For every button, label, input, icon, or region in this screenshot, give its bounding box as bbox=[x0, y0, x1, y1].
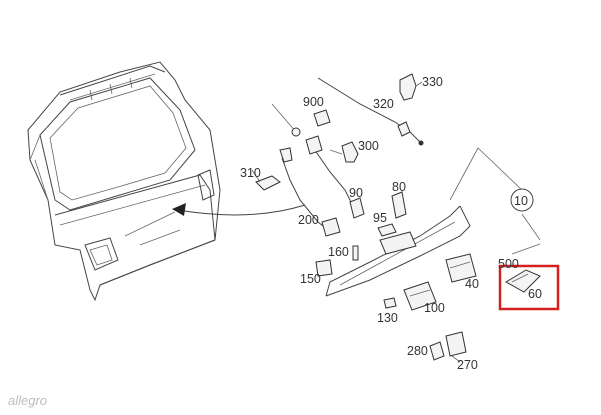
label-95: 95 bbox=[373, 211, 387, 225]
label-330: 330 bbox=[422, 75, 443, 89]
label-320: 320 bbox=[373, 97, 394, 111]
part-10-circle bbox=[510, 188, 534, 212]
label-300: 300 bbox=[358, 139, 379, 153]
reference-arrow bbox=[177, 204, 306, 216]
highlight-box bbox=[498, 264, 560, 311]
label-40: 40 bbox=[465, 277, 479, 291]
watermark: allegro bbox=[8, 393, 47, 408]
label-500: 500 bbox=[498, 257, 519, 271]
part-labels: 10 40 60 80 90 95 100 130 150 160 200 27… bbox=[240, 75, 542, 372]
label-270: 270 bbox=[457, 358, 478, 372]
label-130: 130 bbox=[377, 311, 398, 325]
arrowhead bbox=[172, 203, 186, 216]
tailgate-illustration bbox=[27, 61, 221, 302]
parts bbox=[251, 73, 541, 363]
label-10: 10 bbox=[514, 194, 528, 208]
label-100: 100 bbox=[424, 301, 445, 315]
label-60: 60 bbox=[528, 287, 542, 301]
label-200: 200 bbox=[298, 213, 319, 227]
label-310: 310 bbox=[240, 166, 261, 180]
label-280: 280 bbox=[407, 344, 428, 358]
label-90: 90 bbox=[349, 186, 363, 200]
label-150: 150 bbox=[300, 272, 321, 286]
label-160: 160 bbox=[328, 245, 349, 259]
label-80: 80 bbox=[392, 180, 406, 194]
label-900: 900 bbox=[303, 95, 324, 109]
